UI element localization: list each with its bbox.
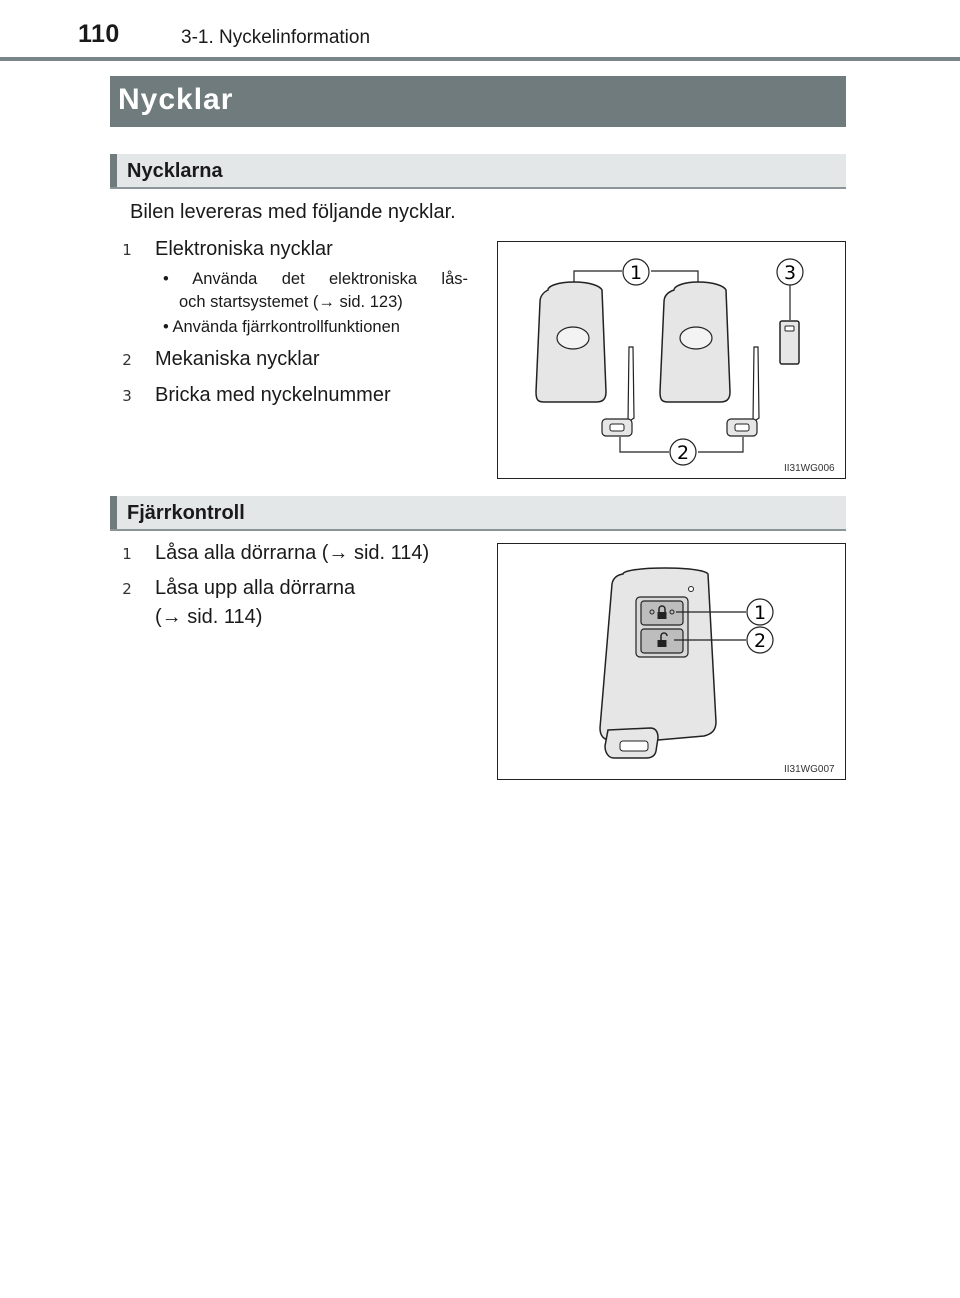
item-number: 2	[122, 351, 132, 369]
figure-code: II31WG006	[784, 463, 835, 474]
item-number: 1	[122, 545, 132, 563]
page-number: 110	[78, 20, 120, 48]
section-heading-text: Nycklarna	[127, 160, 223, 182]
callout-number: 2	[677, 442, 689, 464]
bullet-line: • Använda det elektroniska lås-	[163, 270, 468, 288]
page-title: Nycklar	[118, 83, 234, 116]
item-label: Låsa alla dörrarna (→ sid. 114)	[155, 542, 430, 564]
title-banner	[110, 76, 846, 127]
callout-circle	[746, 626, 774, 654]
section-heading-nycklarna: Nycklarna	[110, 154, 846, 189]
callout-number: 3	[784, 262, 796, 284]
callout-circle	[669, 438, 697, 466]
item-number: 1	[122, 241, 132, 259]
item-label: Låsa upp alla dörrarna	[155, 577, 356, 599]
unlock-icon	[660, 632, 668, 640]
keys-figure: 1 2 3 II31WG006	[497, 241, 846, 479]
item-number: 2	[122, 580, 132, 598]
bullet-line: och startsystemet (→ sid. 123)	[179, 293, 403, 311]
callout-circle	[622, 258, 650, 286]
keys-illustration: 1 2 3 II31WG006	[535, 258, 835, 474]
figure-code: II31WG007	[784, 764, 835, 775]
section-heading-fjarrkontroll: Fjärrkontroll	[110, 496, 846, 531]
key-number-tag	[779, 320, 800, 365]
item-number: 3	[122, 387, 132, 405]
heading-accent	[110, 496, 117, 529]
remote-figure: 1 2 II31WG007	[497, 543, 846, 780]
callout-number: 2	[754, 630, 766, 652]
callout-number: 1	[754, 602, 766, 624]
item-label: Bricka med nyckelnummer	[155, 384, 391, 406]
item-label: Mekaniska nycklar	[155, 348, 320, 370]
heading-accent	[110, 154, 117, 187]
intro-text: Bilen levereras med följande nycklar.	[130, 201, 456, 223]
callout-number: 1	[630, 262, 642, 284]
callout-circle	[746, 598, 774, 626]
item-label-continued: (→ sid. 114)	[155, 606, 263, 628]
item-label: Elektroniska nycklar	[155, 238, 333, 260]
bullet-line: • Använda fjärrkontrollfunktionen	[163, 318, 400, 336]
lock-icon	[658, 605, 666, 612]
remote-illustration: 1 2 II31WG007	[599, 567, 835, 775]
header-rule	[0, 57, 960, 61]
section-label: 3-1. Nyckelinformation	[181, 27, 371, 48]
section-heading-text: Fjärrkontroll	[127, 502, 245, 524]
